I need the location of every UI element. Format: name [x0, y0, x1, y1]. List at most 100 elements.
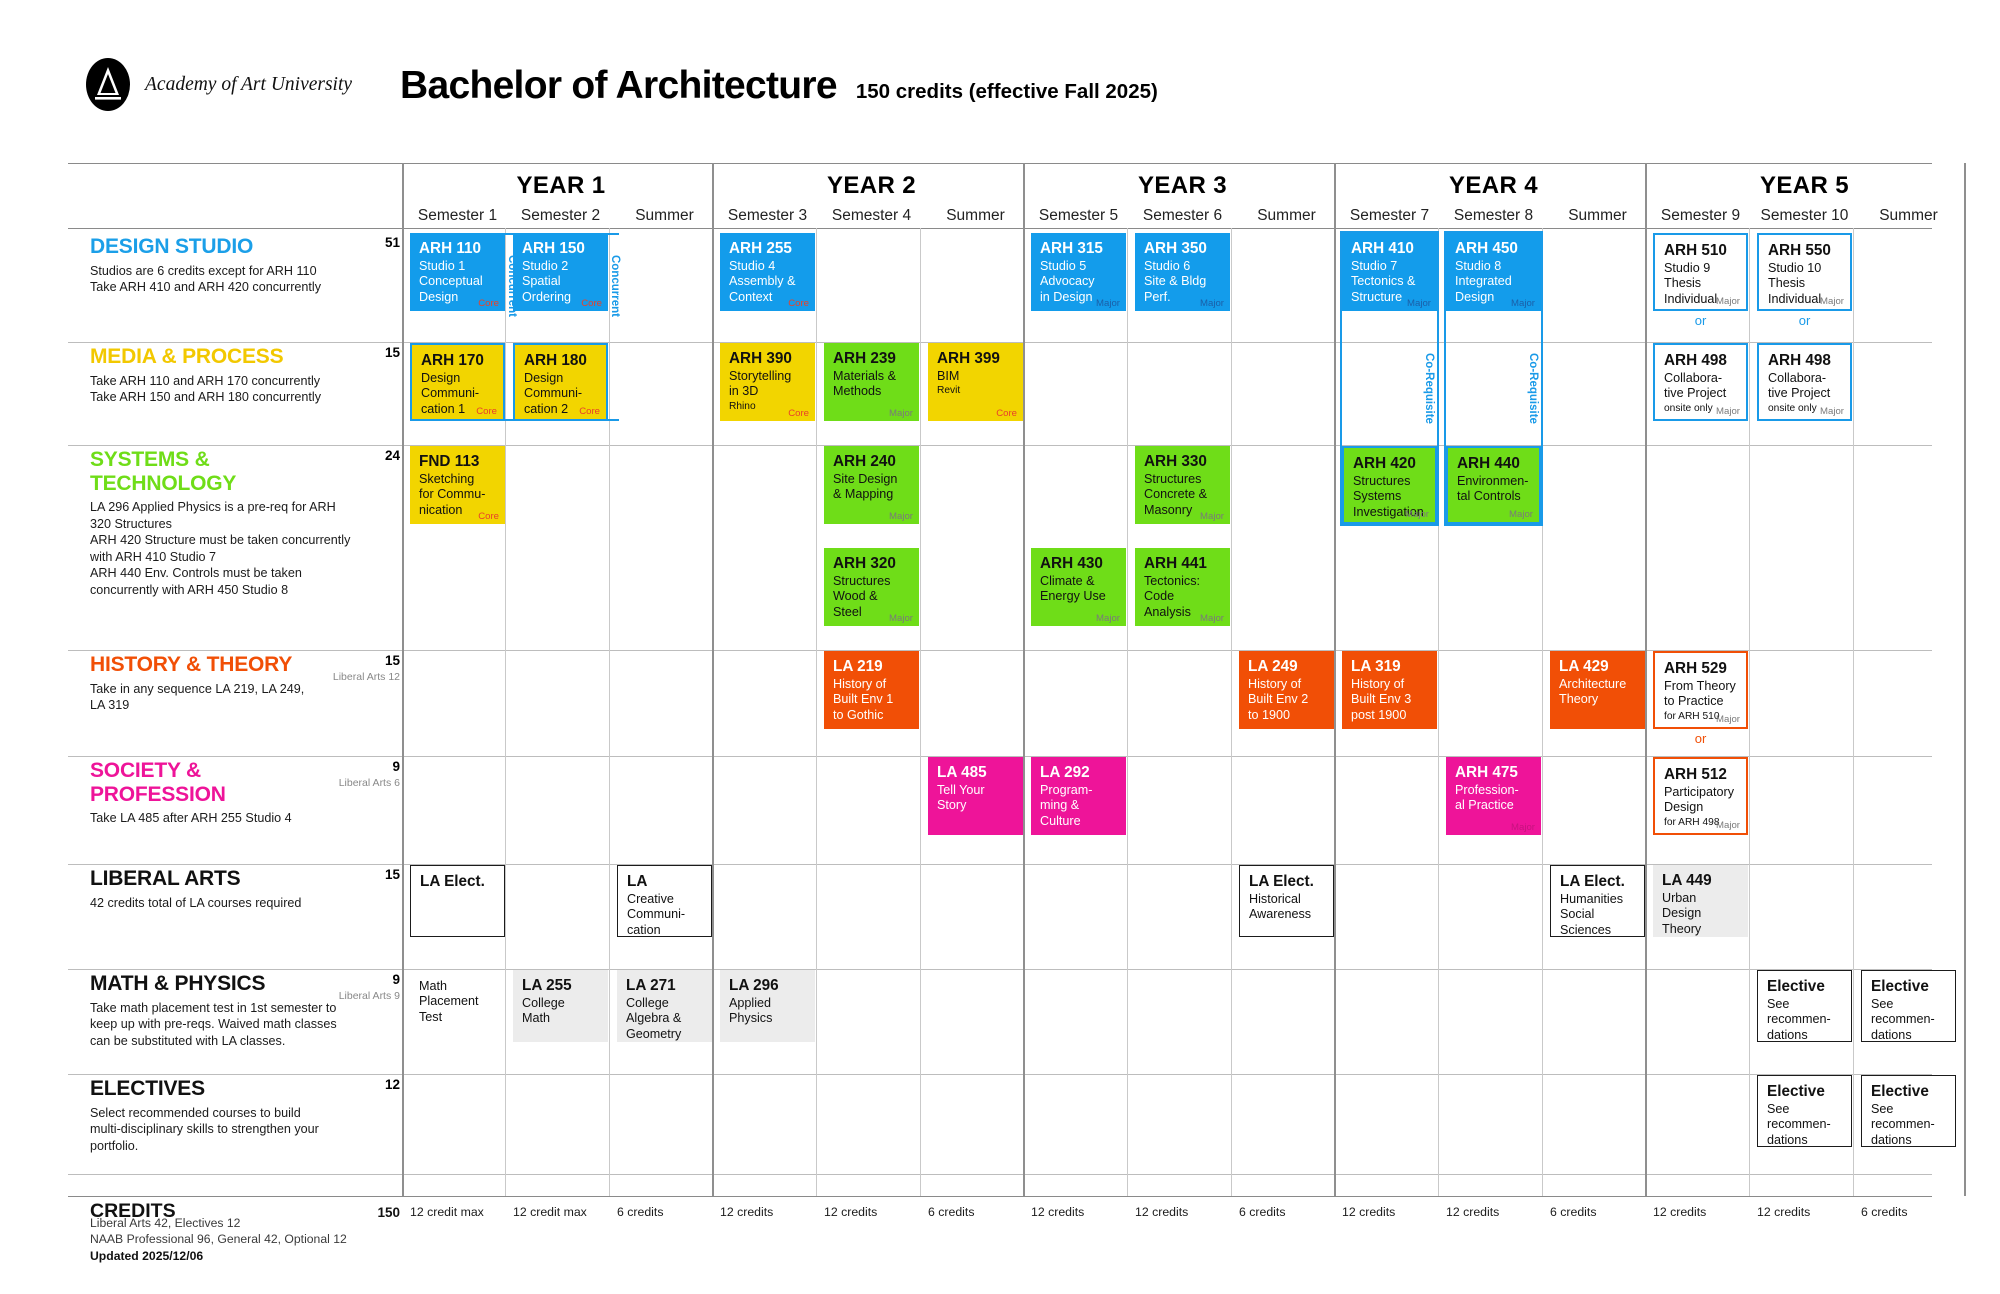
course-name: Collabora-tive Project: [1768, 371, 1831, 401]
credit-cell-3: 6 credits: [617, 1205, 664, 1219]
course-tag: Core: [476, 406, 497, 417]
course-tag: Major: [1820, 406, 1844, 417]
course-code: Elective: [1767, 978, 1825, 995]
course-note: onsite only: [1664, 402, 1713, 414]
course-code: ARH 529: [1664, 660, 1727, 677]
corequisite-label-2: Co-Requisite: [1527, 353, 1539, 424]
course-card-arh430[interactable]: ARH 430 Climate &Energy Use Major: [1031, 548, 1126, 626]
course-code: ARH 150: [522, 240, 585, 257]
course-tag: Major: [1509, 509, 1533, 520]
category-description: Take LA 485 after ARH 255 Studio 4: [90, 811, 292, 826]
category-credits: 12: [384, 1077, 400, 1092]
course-card-arh399[interactable]: ARH 399 BIM Revit Core: [928, 343, 1023, 421]
course-code: LA 249: [1248, 658, 1298, 675]
course-note: for ARH 510: [1664, 710, 1720, 722]
column-divider: [712, 163, 714, 1196]
page-header: Academy of Art University Bachelor of Ar…: [0, 0, 2000, 150]
course-code: ARH 240: [833, 453, 896, 470]
course-card-arh498b[interactable]: ARH 498 Collabora-tive Project onsite on…: [1757, 343, 1852, 421]
course-card-arh498a[interactable]: ARH 498 Collabora-tive Project onsite on…: [1653, 343, 1748, 421]
course-code: LA Elect.: [420, 873, 485, 890]
category-5: LIBERAL ARTS 42 credits total of LA cour…: [90, 867, 400, 911]
category-description: Take in any sequence LA 219, LA 249,LA 3…: [90, 681, 305, 713]
course-card-arh440[interactable]: ARH 440 Environmen-tal Controls Major: [1446, 446, 1541, 524]
footer-line-1: Liberal Arts 42, Electives 12: [90, 1216, 241, 1230]
column-divider: [609, 228, 610, 1196]
row-separator: [68, 864, 1932, 865]
course-card-la292[interactable]: LA 292 Program-ming &Culture: [1031, 757, 1126, 835]
credit-cell-6: 6 credits: [928, 1205, 975, 1219]
course-note: Rhino: [729, 400, 756, 412]
course-note: Revit: [937, 385, 961, 397]
course-card-arh475[interactable]: ARH 475 Profession-al Practice Major: [1446, 757, 1541, 835]
course-tag: Major: [1200, 298, 1224, 309]
course-name: BIM: [937, 369, 960, 384]
course-card-laelect1[interactable]: LA Elect.: [410, 865, 505, 937]
credits-rule: [68, 1196, 1932, 1197]
category-3: HISTORY & THEORY Take in any sequence LA…: [90, 653, 400, 714]
category-description: Take math placement test in 1st semester…: [90, 1000, 337, 1048]
semester-label-2: Semester 2: [520, 207, 601, 224]
course-tag: Major: [1820, 296, 1844, 307]
category-credits: 9: [392, 972, 400, 987]
course-code: ARH 170: [421, 352, 484, 369]
course-tag: Core: [478, 298, 499, 309]
course-code: Elective: [1767, 1083, 1825, 1100]
or-connector-1: or: [1694, 313, 1707, 328]
course-code: ARH 498: [1664, 352, 1727, 369]
course-card-arh239[interactable]: ARH 239 Materials &Methods Major: [824, 343, 919, 421]
course-card-arh240[interactable]: ARH 240 Site Design& Mapping Major: [824, 446, 919, 524]
row-separator: [68, 1074, 1932, 1075]
course-tag: Core: [581, 298, 602, 309]
category-description: LA 296 Applied Physics is a pre-req for …: [90, 500, 351, 598]
column-divider: [1749, 228, 1750, 1196]
row-separator: [68, 445, 1932, 446]
